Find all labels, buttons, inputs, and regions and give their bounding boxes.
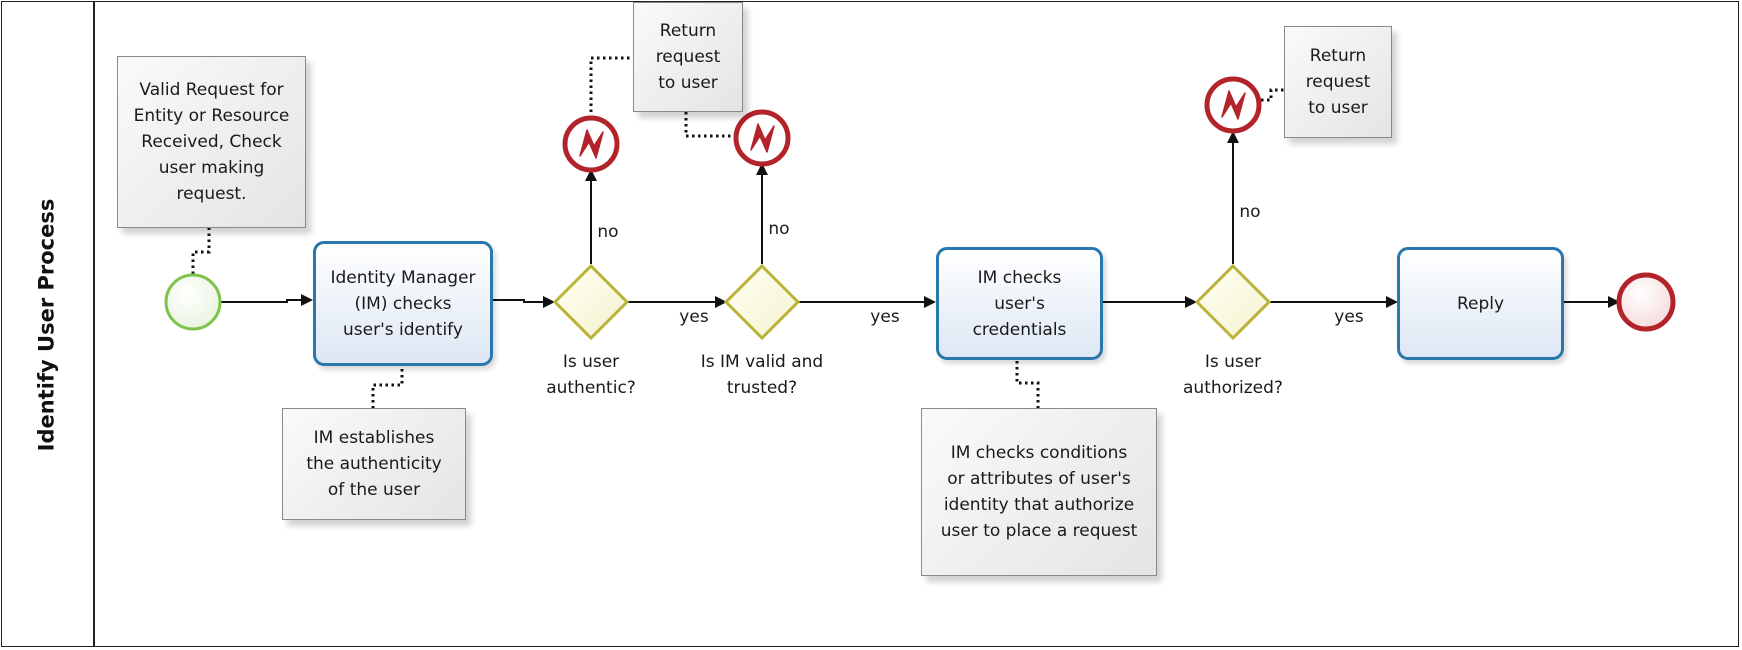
annotation-return-note-2: Return request to user bbox=[1284, 26, 1392, 138]
gateway-authorized-label: Is user authorized? bbox=[1183, 352, 1283, 398]
task-credentials-check: IM checks user's credentials bbox=[936, 247, 1103, 360]
gateway-authorized bbox=[1194, 263, 1272, 341]
task-label: IM checks user's credentials bbox=[972, 267, 1067, 340]
annotation-text: Valid Request for Entity or Resource Rec… bbox=[133, 80, 290, 204]
sequence-flows bbox=[221, 131, 1620, 308]
flow-label-no-1: no bbox=[597, 222, 619, 242]
gateway-authentic-label: Is user authentic? bbox=[546, 352, 636, 398]
task-identity-check: Identity Manager (IM) checks user's iden… bbox=[313, 241, 493, 366]
error-event-1 bbox=[562, 115, 620, 173]
annotation-text: Return request to user bbox=[1305, 46, 1371, 118]
association-start-note bbox=[191, 228, 211, 274]
flow-identity-to-authentic bbox=[492, 296, 555, 308]
error-event-3 bbox=[1204, 76, 1262, 134]
annotation-return-note-1: Return request to user bbox=[633, 2, 743, 112]
error-event-2 bbox=[733, 109, 791, 167]
flow-label-yes-2: yes bbox=[870, 307, 900, 327]
annotation-identity-note: IM establishes the authenticity of the u… bbox=[282, 408, 466, 520]
error-icon bbox=[750, 123, 775, 153]
association-credentials-note bbox=[1015, 361, 1040, 408]
association-return-note-1 bbox=[589, 56, 633, 118]
gateway-trusted-label: Is IM valid and trusted? bbox=[700, 352, 824, 398]
gateway-authentic bbox=[552, 263, 630, 341]
error-icon bbox=[579, 129, 604, 159]
task-label: Reply bbox=[1456, 293, 1505, 314]
flow-label-no-3: no bbox=[1239, 202, 1261, 222]
association-return-note-3 bbox=[1261, 88, 1284, 102]
error-icon bbox=[1221, 90, 1246, 120]
annotation-text: IM checks conditions or attributes of us… bbox=[940, 443, 1138, 541]
association-return-note-2 bbox=[684, 112, 762, 138]
gateway-trusted bbox=[723, 263, 801, 341]
lane-divider bbox=[93, 1, 95, 647]
annotation-text: Return request to user bbox=[655, 21, 721, 93]
task-label: Identity Manager (IM) checks user's iden… bbox=[330, 267, 476, 340]
annotation-credentials-note: IM checks conditions or attributes of us… bbox=[921, 408, 1157, 576]
end-event bbox=[1616, 272, 1676, 332]
flow-label-no-2: no bbox=[768, 219, 790, 239]
association-lines bbox=[191, 56, 1284, 408]
flow-start-to-identity bbox=[221, 294, 313, 306]
annotation-start-note: Valid Request for Entity or Resource Rec… bbox=[117, 56, 306, 228]
association-identity-note bbox=[371, 363, 404, 408]
flow-label-yes-3: yes bbox=[1334, 307, 1364, 327]
task-reply: Reply bbox=[1397, 247, 1564, 360]
flow-label-yes-1: yes bbox=[679, 307, 709, 327]
start-event bbox=[164, 273, 222, 331]
annotation-text: IM establishes the authenticity of the u… bbox=[306, 428, 442, 500]
